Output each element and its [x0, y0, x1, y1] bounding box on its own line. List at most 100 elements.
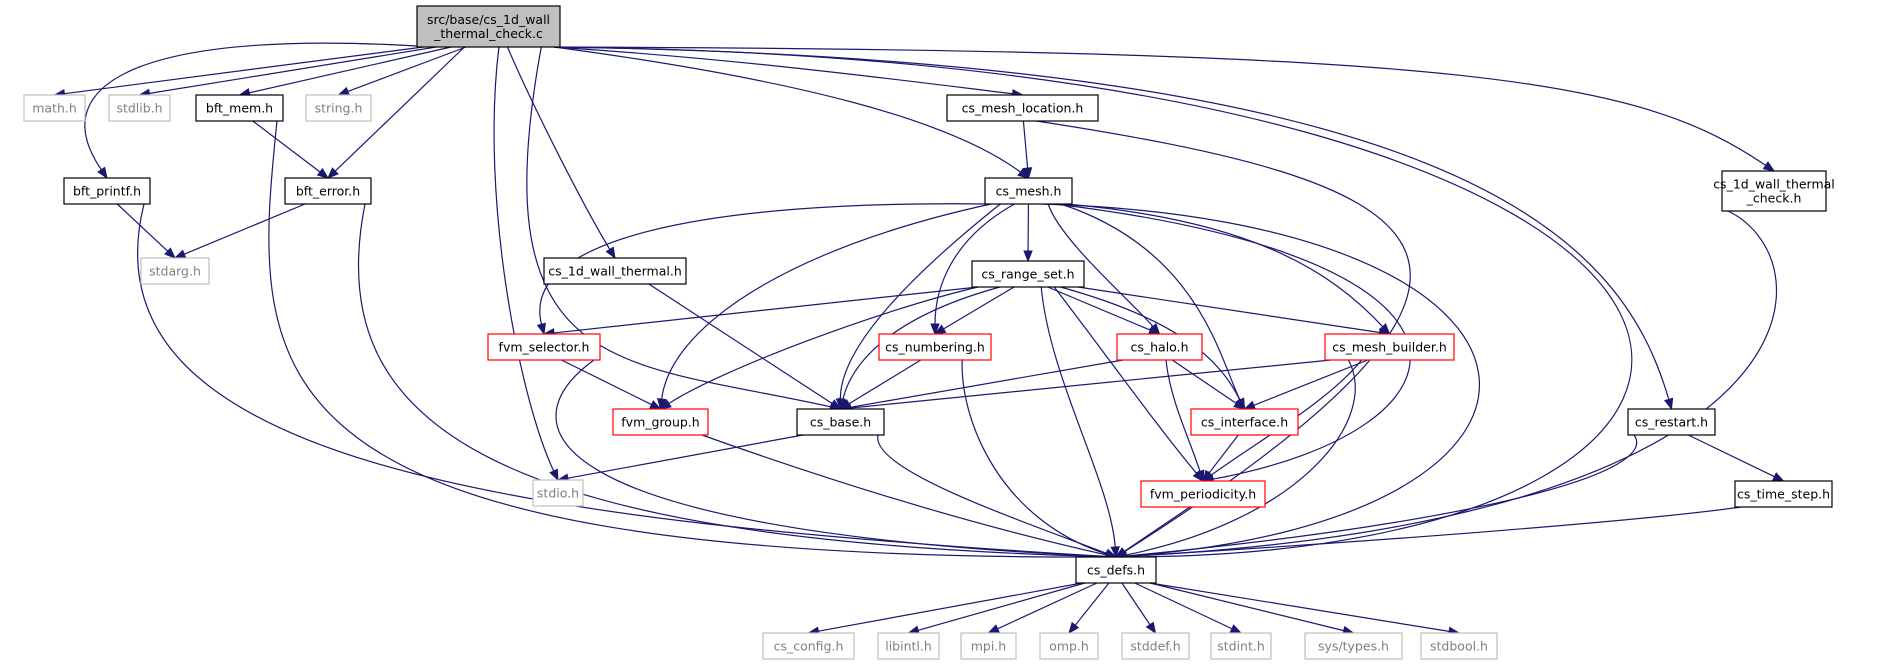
edge-defs-to-stdbool: [1149, 582, 1461, 637]
node-bft-printf[interactable]: bft_printf.h: [63, 177, 151, 205]
node-box: [1304, 632, 1403, 660]
node-label: _check.h: [1746, 191, 1802, 206]
edge-defs-to-omp: [1068, 582, 1110, 635]
edge-arrowhead: [1762, 161, 1776, 172]
node-box: [877, 632, 940, 660]
edge-line: [850, 359, 1332, 409]
node-mesh-location[interactable]: cs_mesh_location.h: [946, 94, 1099, 122]
node-bft-error[interactable]: bft_error.h: [284, 177, 372, 205]
node-wall-check-h[interactable]: cs_1d_wall_thermal_check.h: [1713, 170, 1835, 212]
node-restart[interactable]: cs_restart.h: [1627, 408, 1716, 436]
edge-line: [1134, 582, 1233, 630]
node-box: [946, 94, 1099, 122]
node-box: [305, 94, 372, 122]
node-box: [532, 479, 584, 507]
edge-line: [961, 359, 1107, 555]
node-box: [1420, 632, 1498, 660]
edge-halo-to-periodicity: [1165, 359, 1205, 483]
edge-line: [252, 120, 321, 173]
edge-arrowhead: [337, 86, 350, 96]
edge-mesh-to-fvm_group: [657, 203, 992, 411]
node-mesh[interactable]: cs_mesh.h: [984, 177, 1073, 205]
node-label: _thermal_check.c: [433, 26, 543, 41]
node-box: [984, 177, 1073, 205]
node-box: [1324, 333, 1455, 361]
edge-line: [1208, 434, 1239, 474]
node-box: [1734, 480, 1833, 508]
node-range-set[interactable]: cs_range_set.h: [971, 260, 1085, 288]
node-label: sys/types.h: [1318, 639, 1389, 654]
edge-line: [1022, 120, 1029, 169]
edge-root-to-bft_printf: [84, 42, 432, 180]
node-root[interactable]: src/base/cs_1d_wall_thermal_check.c: [416, 5, 561, 48]
edge-bft_mem-to-bft_error: [252, 120, 330, 179]
edge-root-to-math: [53, 46, 424, 99]
node-label: fvm_selector.h: [499, 340, 590, 355]
edge-arrowhead: [933, 324, 947, 335]
node-time-step[interactable]: cs_time_step.h: [1734, 480, 1833, 508]
edge-line: [1149, 582, 1344, 632]
edge-root-to-wall_thermal: [506, 46, 616, 260]
node-box: [612, 408, 709, 436]
node-wall-thermal[interactable]: cs_1d_wall_thermal.h: [543, 257, 687, 285]
node-box: [195, 94, 284, 122]
node-label: cs_halo.h: [1130, 340, 1188, 355]
edge-restart-to-time_step: [1688, 434, 1785, 482]
node-omp: omp.h: [1039, 632, 1099, 660]
node-numbering[interactable]: cs_numbering.h: [878, 333, 992, 361]
edge-line: [997, 582, 1098, 630]
node-label: cs_config.h: [774, 639, 844, 654]
edge-line: [1041, 203, 1480, 557]
node-fvm-group[interactable]: fvm_group.h: [612, 408, 709, 436]
edge-range_set-to-fvm_selector: [542, 286, 979, 338]
node-fvm-selector[interactable]: fvm_selector.h: [487, 333, 601, 361]
node-label: libintl.h: [885, 639, 932, 654]
edge-arrowhead: [1771, 472, 1785, 482]
edge-line: [1253, 359, 1368, 406]
node-bft-mem[interactable]: bft_mem.h: [195, 94, 284, 122]
edge-line: [648, 283, 833, 405]
edge-arrowhead: [97, 166, 108, 180]
node-box: [762, 632, 855, 660]
node-box: [971, 260, 1085, 288]
edge-line: [553, 46, 1633, 558]
node-label: cs_time_step.h: [1737, 487, 1830, 502]
node-halo[interactable]: cs_halo.h: [1116, 333, 1203, 361]
edge-line: [553, 286, 979, 334]
edge-root-to-string: [337, 46, 467, 96]
node-box: [960, 632, 1017, 660]
edge-line: [668, 286, 979, 405]
edge-line: [839, 203, 1001, 400]
node-label: stdarg.h: [149, 264, 201, 279]
edge-mesh-to-numbering: [930, 203, 1015, 336]
node-interface[interactable]: cs_interface.h: [1190, 408, 1299, 436]
edge-arrowhead: [1233, 399, 1246, 410]
edge-arrowhead: [657, 398, 667, 411]
edge-halo-to-interface: [1171, 359, 1246, 410]
node-periodicity[interactable]: fvm_periodicity.h: [1140, 480, 1266, 508]
edge-line: [553, 46, 1013, 95]
edge-range_set-to-fvm_group: [659, 286, 979, 410]
edge-mesh_builder-to-interface: [1243, 359, 1368, 410]
node-label: cs_restart.h: [1635, 415, 1708, 430]
node-box: [1140, 480, 1266, 508]
node-box: [284, 177, 372, 205]
node-box: [1627, 408, 1716, 436]
edge-periodicity-to-defs: [1114, 506, 1191, 558]
node-mesh-builder[interactable]: cs_mesh_builder.h: [1324, 333, 1455, 361]
node-base[interactable]: cs_base.h: [796, 408, 885, 436]
node-stdlib: stdlib.h: [108, 94, 171, 122]
edge-arrowhead: [327, 167, 339, 179]
node-box: [1121, 632, 1190, 660]
edge-root-to-restart: [553, 46, 1674, 411]
node-systypes: sys/types.h: [1304, 632, 1403, 660]
edge-root-to-bft_error: [327, 46, 465, 179]
edge-line: [493, 46, 555, 472]
node-label: cs_range_set.h: [981, 267, 1074, 282]
edge-line: [1065, 203, 1384, 328]
node-label: cs_mesh_builder.h: [1332, 340, 1447, 355]
edge-line: [917, 582, 1086, 631]
node-defs[interactable]: cs_defs.h: [1075, 556, 1157, 584]
edge-line: [1688, 434, 1775, 478]
